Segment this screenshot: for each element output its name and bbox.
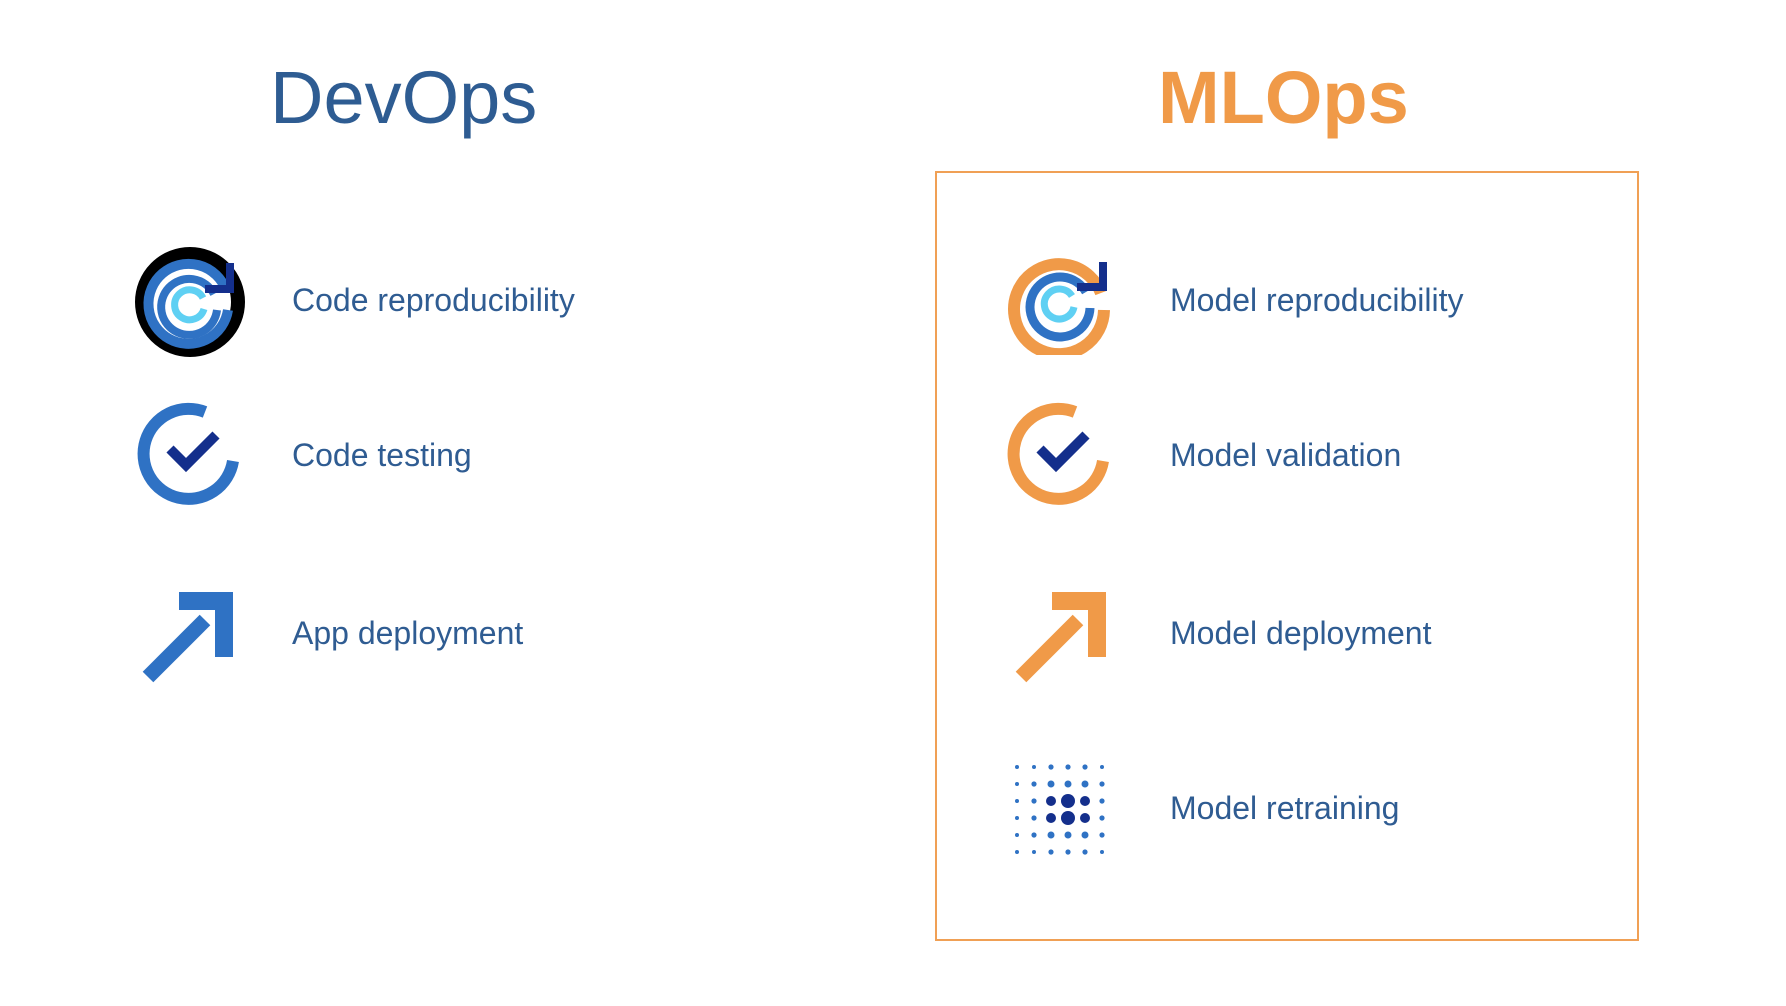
grid-dot [1081,831,1089,839]
mlops-highlight-box [935,171,1639,941]
reproducibility-cycle-icon [135,247,245,357]
grid-dot [1065,764,1071,770]
grid-dot [1015,833,1019,837]
up-right-arrow-icon [135,580,245,690]
grid-dot [1082,764,1088,770]
grid-dot [1015,850,1019,854]
grid-dot [1100,765,1104,769]
grid-dot [1047,831,1055,839]
grid-dot [1048,764,1054,770]
grid-dot [1099,832,1105,838]
grid-dot [1099,815,1105,821]
grid-dot [1015,816,1019,820]
grid-dot [1031,832,1037,838]
grid-dot [1047,780,1055,788]
grid-dot [1065,849,1071,855]
item-label: Model deployment [1170,615,1432,651]
reproducibility-cycle-icon [1005,245,1115,355]
grid-dot [1080,813,1090,823]
grid-dot [1015,799,1019,803]
grid-dot [1064,831,1072,839]
dot-grid-icon [1005,755,1115,865]
devops-title: DevOps [270,56,538,139]
grid-dot [1032,765,1036,769]
grid-dot [1099,781,1105,787]
item-label: Model reproducibility [1170,282,1464,318]
grid-dot [1100,850,1104,854]
item-label: Model validation [1170,437,1402,473]
grid-dot [1099,798,1105,804]
item-label: Model retraining [1170,790,1400,826]
grid-dot [1048,849,1054,855]
grid-dot [1082,849,1088,855]
grid-dot [1031,815,1037,821]
grid-dot [1061,794,1075,808]
grid-dot [1046,813,1056,823]
grid-dot [1046,796,1056,806]
grid-dot [1015,765,1019,769]
up-right-arrow-icon [1008,580,1118,690]
grid-dot [1031,798,1037,804]
grid-dot [1015,782,1019,786]
grid-dot [1080,796,1090,806]
item-label: Code testing [292,437,472,473]
grid-dot [1031,781,1037,787]
mlops-title: MLOps [1158,56,1409,139]
item-label: Code reproducibility [292,282,575,318]
grid-dot [1081,780,1089,788]
checkmark-circle-icon [135,398,245,508]
item-label: App deployment [292,615,524,651]
checkmark-circle-icon [1005,398,1115,508]
grid-dot [1061,811,1075,825]
grid-dot [1032,850,1036,854]
grid-dot [1064,780,1072,788]
